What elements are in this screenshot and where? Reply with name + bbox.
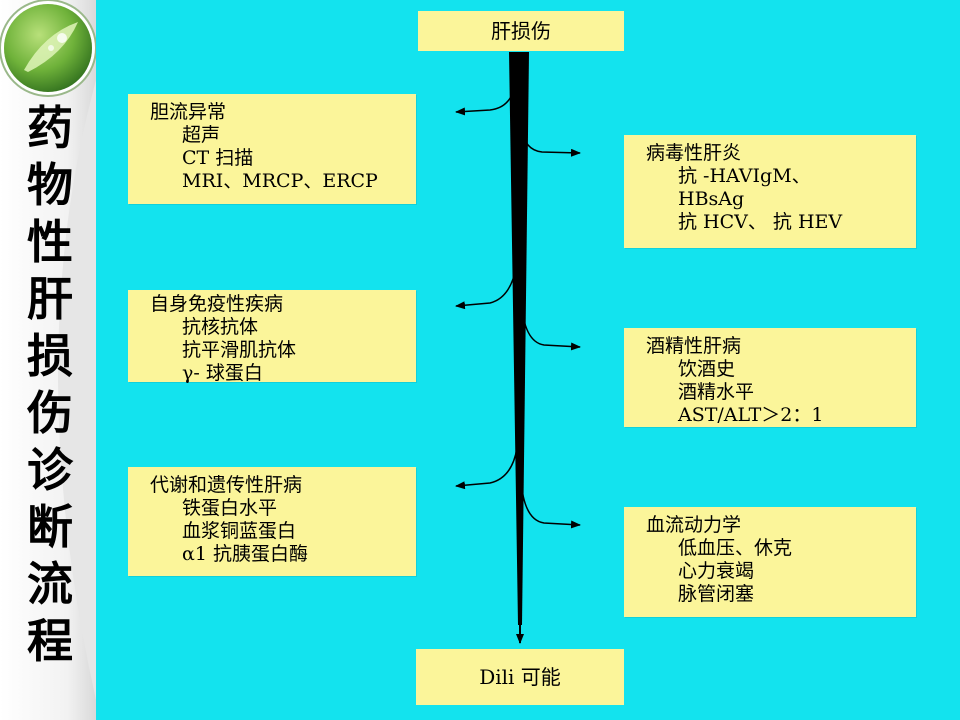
- box-item: MRI、MRCP、ERCP: [182, 170, 378, 192]
- box-heading: 血流动力学: [646, 514, 742, 536]
- flow-connectors: [455, 52, 581, 644]
- box-item: CT 扫描: [182, 147, 254, 169]
- arrow-to-right-1: [519, 119, 581, 157]
- box-item: 饮酒史: [678, 358, 736, 380]
- box-item: 心力衰竭: [678, 560, 755, 582]
- box-alcoholic: 酒精性肝病 饮酒史 酒精水平 AST/ALT＞2：1: [624, 328, 916, 427]
- arrow-to-left-3: [455, 447, 518, 490]
- box-bile-flow: 胆流异常 超声 CT 扫描 MRI、MRCP、ERCP: [128, 94, 416, 204]
- title-char: 物: [27, 158, 73, 212]
- title-char: 损: [27, 329, 73, 383]
- box-item: 低血压、休克: [678, 537, 793, 559]
- box-item: 抗 HCV、 抗 HEV: [678, 211, 843, 233]
- box-heading: 胆流异常: [150, 101, 227, 123]
- title-char: 伤: [27, 386, 73, 440]
- page-title: 药物性肝损伤诊断流程: [10, 100, 90, 670]
- arrow-to-right-3: [520, 479, 581, 529]
- box-hemodynamic: 血流动力学 低血压、休克 心力衰竭 脉管闭塞: [624, 507, 916, 617]
- box-item: HBsAg: [678, 188, 745, 210]
- box-item: 抗 -HAVIgM、: [678, 165, 811, 187]
- box-viral-hepatitis: 病毒性肝炎 抗 -HAVIgM、 HBsAg 抗 HCV、 抗 HEV: [624, 135, 916, 248]
- sidebar: 药物性肝损伤诊断流程: [0, 0, 96, 720]
- title-char: 药: [27, 101, 73, 155]
- sidebar-swoosh: [58, 80, 96, 700]
- box-item: 血浆铜蓝蛋白: [182, 520, 297, 542]
- title-char: 诊: [27, 443, 73, 497]
- box-item: γ- 球蛋白: [182, 362, 263, 384]
- box-autoimmune: 自身免疫性疾病 抗核抗体 抗平滑肌抗体 γ- 球蛋白: [128, 290, 416, 384]
- arrow-to-right-2: [520, 299, 581, 351]
- title-char: 断: [27, 500, 73, 554]
- box-heading: 酒精性肝病: [646, 335, 742, 357]
- box-item: 铁蛋白水平: [182, 497, 278, 519]
- box-item: 抗核抗体: [182, 316, 259, 338]
- leaf-logo-icon: [4, 4, 92, 92]
- end-node: Dili 可能: [416, 649, 624, 705]
- box-metabolic: 代谢和遗传性肝病 铁蛋白水平 血浆铜蓝蛋白 α1 抗胰蛋白酶: [128, 467, 416, 576]
- box-heading: 自身免疫性疾病: [150, 293, 284, 315]
- box-heading: 代谢和遗传性肝病: [150, 474, 303, 496]
- flowchart-canvas: 肝损伤 胆流异常 超声 CT 扫描 MRI、MRCP、ERCP 自身免疫性疾病 …: [96, 0, 960, 720]
- arrow-to-left-1: [455, 89, 515, 116]
- title-char: 性: [27, 215, 73, 269]
- title-char: 流: [27, 557, 73, 611]
- arrow-to-left-2: [455, 267, 517, 310]
- main-spine: [509, 52, 529, 625]
- title-char: 肝: [27, 272, 73, 326]
- box-item: 超声: [182, 124, 221, 146]
- box-item: AST/ALT＞2：1: [678, 404, 824, 426]
- box-heading: 病毒性肝炎: [646, 142, 742, 164]
- box-item: 酒精水平: [678, 381, 755, 403]
- box-item: 抗平滑肌抗体: [182, 339, 297, 361]
- box-item: α1 抗胰蛋白酶: [182, 543, 308, 565]
- title-char: 程: [27, 614, 73, 668]
- box-item: 脉管闭塞: [678, 583, 755, 605]
- start-node: 肝损伤: [418, 11, 624, 51]
